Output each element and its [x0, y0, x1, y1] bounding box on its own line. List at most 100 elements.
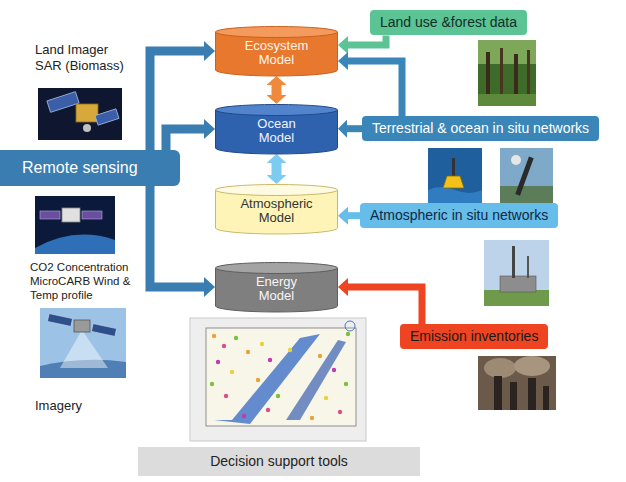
data-point [318, 354, 322, 358]
data-point [224, 394, 228, 398]
flow-arrow [348, 212, 360, 219]
data-point [266, 408, 270, 412]
solar-panel [47, 92, 79, 113]
model-cylinder: Atmospheric Model [215, 184, 338, 234]
image-ground [500, 148, 553, 206]
cylinder-body [216, 32, 338, 76]
node-label: Terrestrial & ocean in situ networks [372, 121, 589, 136]
image-ground [484, 240, 549, 306]
flow-arrow [272, 85, 282, 95]
earth-limb [35, 235, 115, 254]
image-ground [478, 40, 536, 106]
ground [484, 290, 549, 306]
data-point [338, 410, 342, 414]
model-cylinder: Ocean Model [215, 104, 338, 154]
cylinder-body [216, 268, 338, 312]
station-photo [484, 240, 549, 306]
data-point [344, 382, 348, 386]
flow-arrow [166, 129, 204, 150]
flow-arrow [348, 61, 402, 116]
satellite-image [38, 88, 122, 140]
cylinder-top [216, 105, 338, 116]
model-cylinder: Ecosystem Model [215, 26, 338, 76]
plume-band [286, 340, 346, 420]
model-cylinder: Energy Model [215, 262, 338, 312]
satellite-body [74, 320, 90, 332]
data-source-banner: Emission inventories [400, 324, 548, 349]
smokestack-photo [478, 356, 556, 410]
chimney [528, 378, 536, 410]
instrument-label: Imagery [35, 398, 135, 414]
data-point [346, 332, 350, 336]
buoy-photo [428, 148, 482, 206]
node-label: Atmospheric in situ networks [370, 208, 548, 223]
cylinder-body [216, 190, 338, 234]
node-label: Land use &forest data [380, 15, 517, 30]
model-name: Ocean Model [239, 117, 314, 146]
instrument-label: CO2 Concentration MicroCARB Wind & Temp … [30, 261, 140, 302]
data-point [332, 368, 336, 372]
data-point [288, 348, 292, 352]
building [500, 276, 536, 292]
model-name: Ecosystem Model [239, 39, 314, 68]
cylinder-body [216, 110, 338, 154]
flow-arrow [348, 35, 386, 45]
smoke [514, 356, 550, 376]
satellite-image [35, 196, 115, 254]
data-point [324, 396, 328, 400]
solar-panel [82, 211, 102, 219]
data-point [256, 378, 260, 382]
source-band: Remote sensing [0, 150, 180, 186]
flow-arrow [347, 125, 362, 132]
data-point [222, 344, 226, 348]
node-label: Remote sensing [22, 159, 138, 177]
data-point [216, 360, 220, 364]
data-point [234, 336, 238, 340]
flow-arrow [272, 163, 282, 175]
satellite-body [76, 104, 98, 122]
data-point [260, 342, 264, 346]
forest-photo [478, 40, 536, 106]
cylinder-top [216, 263, 338, 274]
data-point [230, 370, 234, 374]
undergrowth [478, 94, 536, 106]
buoy-mast [452, 158, 455, 176]
cylinder-top [216, 27, 338, 38]
tower [527, 256, 529, 278]
data-points [210, 332, 350, 420]
sensor-head [511, 155, 521, 165]
data-source-banner: Land use &forest data [370, 10, 527, 35]
data-source-banner: Atmospheric in situ networks [360, 203, 558, 228]
antenna [83, 124, 91, 132]
satellite-image [40, 308, 126, 378]
data-point [242, 414, 246, 418]
chimney [510, 382, 517, 410]
chimney [494, 376, 502, 410]
node-label: Decision support tools [210, 454, 348, 469]
data-point [268, 358, 272, 362]
image-ground [40, 308, 126, 378]
smoke [484, 358, 516, 378]
model-name: Energy Model [239, 275, 314, 304]
image-ground [478, 356, 556, 410]
flow-arrow [348, 287, 422, 324]
solar-panel [91, 324, 116, 337]
buoy [443, 176, 464, 188]
flow-arrow [150, 51, 204, 150]
instrument-photo [500, 148, 553, 206]
data-point [276, 394, 280, 398]
data-source-banner: Terrestrial & ocean in situ networks [362, 116, 599, 141]
model-name: Atmospheric Model [239, 197, 314, 226]
solar-panel [47, 314, 72, 327]
image-ground [190, 318, 366, 441]
instrument-label: Land Imager SAR (Biomass) [35, 42, 131, 73]
map-plot [190, 318, 366, 441]
tower [512, 246, 515, 278]
data-point [210, 382, 214, 386]
data-point [310, 416, 314, 420]
cylinder-top [216, 185, 338, 196]
output-bar: Decision support tools [138, 447, 420, 476]
node-label: Emission inventories [410, 329, 538, 344]
image-ground [428, 148, 482, 206]
